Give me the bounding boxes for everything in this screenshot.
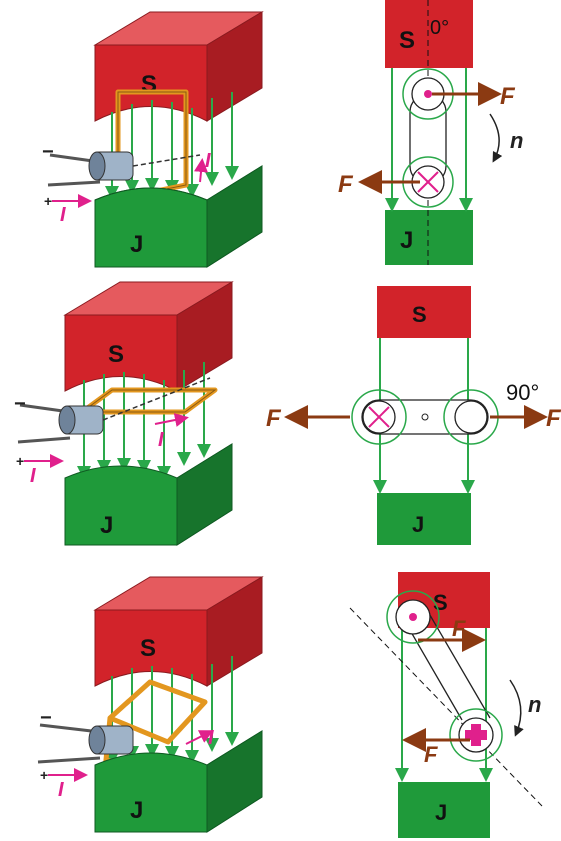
minus-terminal-label: − <box>14 393 26 415</box>
coil-current-arrow <box>185 730 214 745</box>
force-left-label: F <box>266 405 282 432</box>
north-pole-block: S <box>63 281 234 392</box>
commutator <box>47 151 201 187</box>
south-pole-label: J <box>130 231 143 258</box>
current-out-dot <box>424 90 432 98</box>
north-pole-block <box>385 0 473 68</box>
current-out-dot <box>409 613 417 621</box>
current-label: I <box>30 465 36 487</box>
current-label: I <box>60 204 66 226</box>
panel-2-3d-view: S − + <box>14 281 234 546</box>
rotation-label: n <box>510 128 523 153</box>
panel-3-side-view: S J F F n <box>349 572 543 838</box>
angle-label: 0° <box>430 17 449 39</box>
plus-terminal-label: + <box>16 453 24 469</box>
panel-1: S − + <box>42 0 523 268</box>
field-circle-left <box>351 389 407 445</box>
coil-current-label: I <box>158 429 164 451</box>
panel-1-side-view: S 0° J F F n <box>338 0 523 265</box>
south-pole-label: J <box>100 512 113 539</box>
north-pole-block: S <box>93 11 264 122</box>
minus-terminal-label: − <box>42 141 54 163</box>
field-circle-bottom <box>449 708 503 762</box>
rotation-arrow <box>509 679 524 737</box>
axis-point <box>421 413 429 421</box>
panel-3: S − + I <box>37 572 543 838</box>
north-pole-label: S <box>399 27 415 54</box>
north-pole-block <box>377 286 471 338</box>
north-pole-label: S <box>108 341 124 368</box>
north-pole-label: S <box>433 590 448 615</box>
minus-terminal-label: − <box>40 707 52 729</box>
coil-current-label: I <box>208 727 214 749</box>
current-label: I <box>58 779 64 801</box>
panel-2: S − + <box>14 281 561 546</box>
conductor-right <box>454 400 488 434</box>
coil-current-arrow <box>154 413 189 427</box>
force-right-label: F <box>500 83 516 110</box>
south-pole-block: J <box>94 730 263 833</box>
angle-label: 90° <box>506 380 539 405</box>
force-right-label: F <box>546 405 561 432</box>
plus-terminal-label: + <box>40 767 48 783</box>
north-pole-block: S <box>93 576 264 687</box>
south-pole-label: J <box>130 797 143 824</box>
coil-current-arrow <box>194 158 208 183</box>
south-pole-label: J <box>400 227 413 254</box>
plus-terminal-label: + <box>44 193 52 209</box>
force-right-label: F <box>452 616 466 641</box>
north-pole-label: S <box>140 635 156 662</box>
south-pole-block <box>385 210 473 265</box>
south-pole-block <box>377 493 471 545</box>
field-circle-top <box>386 590 440 644</box>
coil-side-top <box>406 624 463 721</box>
coil-loop <box>79 387 218 415</box>
south-pole-label: J <box>435 800 447 825</box>
panel-2-side-view: S J F F 90° <box>266 286 561 545</box>
coil-side-bottom <box>426 609 491 719</box>
force-left-label: F <box>424 742 438 767</box>
force-left-label: F <box>338 171 354 198</box>
axis-line <box>349 607 543 807</box>
south-pole-label: J <box>412 512 424 537</box>
rotation-label: n <box>528 692 541 717</box>
panel-1-3d-view: S − + <box>42 11 264 268</box>
north-pole-label: S <box>412 302 427 327</box>
panel-3-3d-view: S − + I <box>37 576 264 833</box>
south-pole-block: J <box>94 165 263 268</box>
commutator <box>37 723 134 764</box>
south-pole-block <box>398 782 490 838</box>
south-pole-block: J <box>64 443 233 546</box>
rotation-arrow <box>489 113 503 163</box>
commutator <box>17 377 211 444</box>
coil-current-label: I <box>205 150 211 172</box>
